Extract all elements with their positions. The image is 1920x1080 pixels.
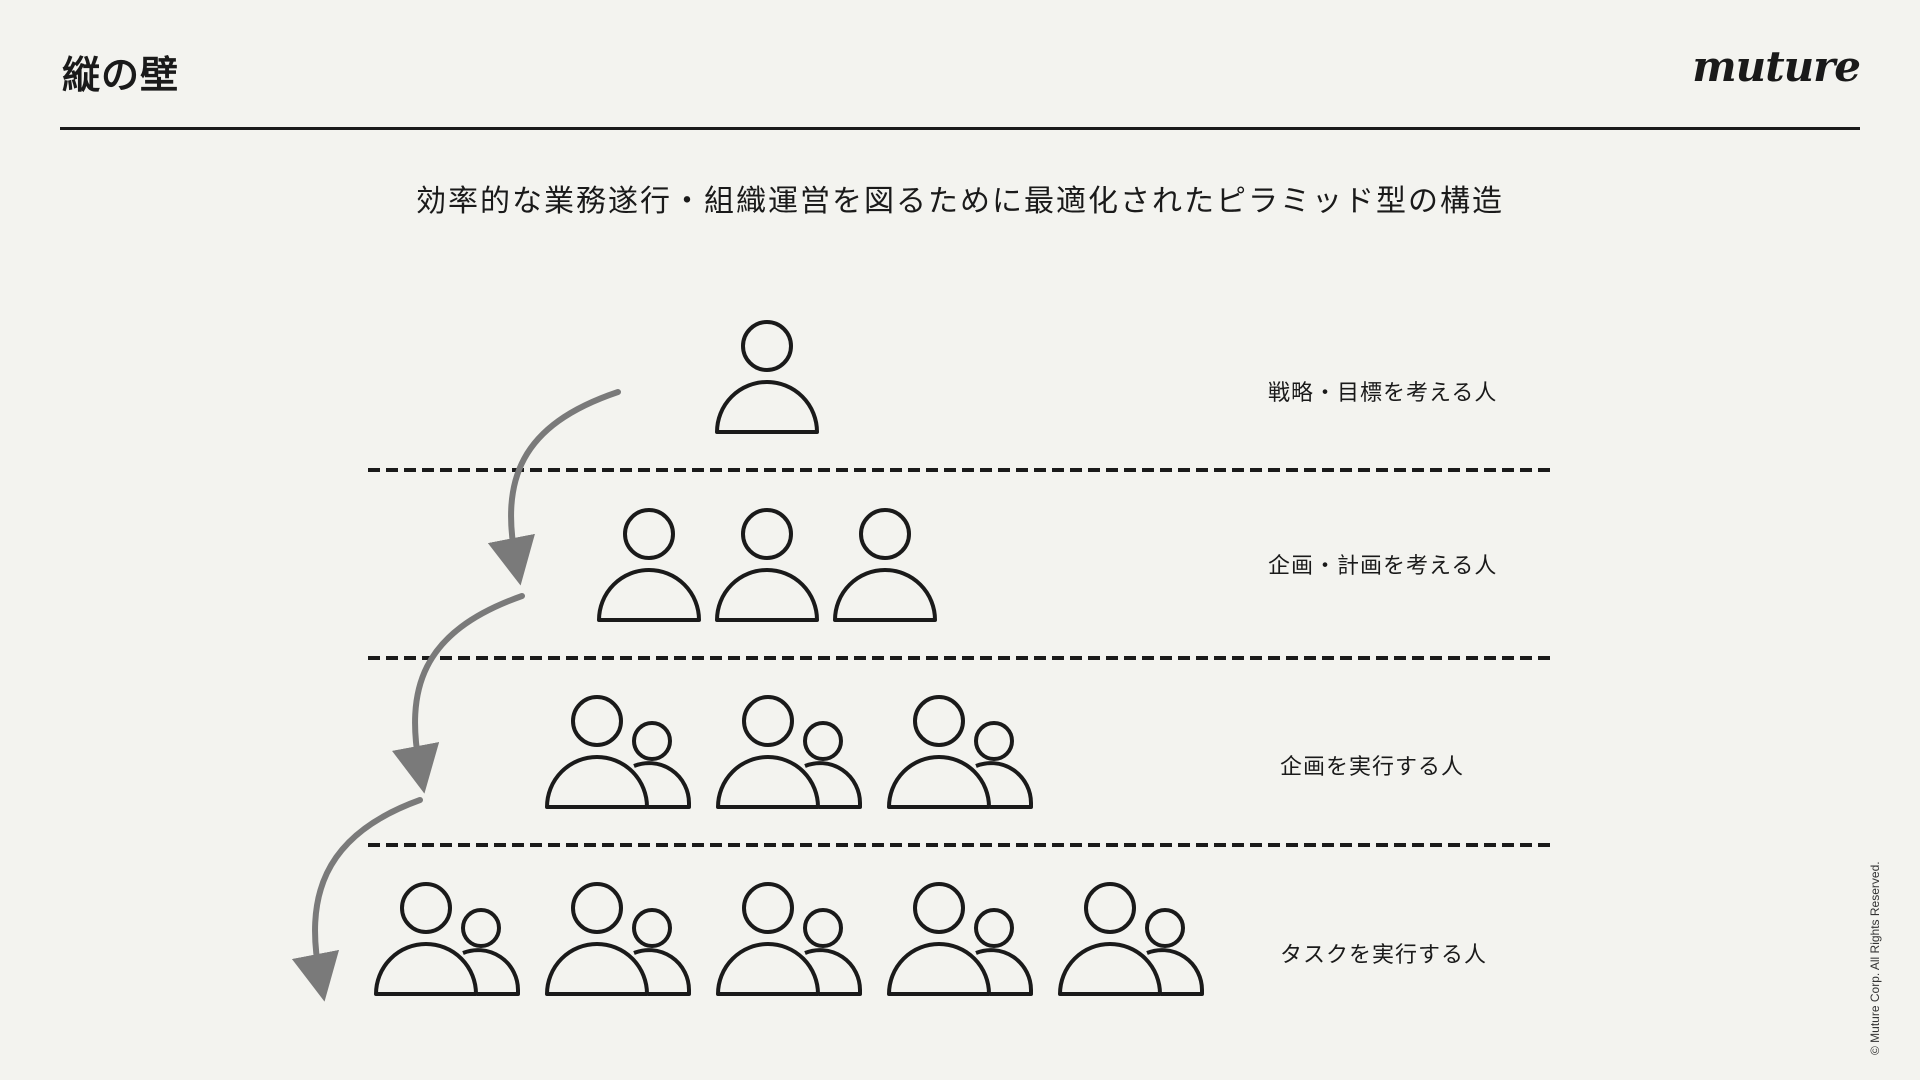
single-person-icon <box>715 508 819 622</box>
person-pair-icon <box>1058 882 1204 996</box>
person-pair-icon <box>887 882 1033 996</box>
copyright-notice: © Muture Corp. All Rights Reserved. <box>1868 861 1882 1055</box>
flow-arrow <box>487 389 621 586</box>
person-pair-icon <box>545 882 691 996</box>
flow-arrow <box>291 797 423 1002</box>
person-pair-icon <box>374 882 520 996</box>
single-person-icon <box>715 320 819 434</box>
page-title: 縦の壁 <box>62 53 180 97</box>
person-pair-icon <box>716 695 862 809</box>
person-pair-icon <box>887 695 1033 809</box>
tier-label-plan-execution: 企画を実行する人 <box>1280 755 1465 780</box>
flow-arrow <box>391 593 525 794</box>
person-pair-icon <box>545 695 691 809</box>
tier-label-task-execution: タスクを実行する人 <box>1280 943 1488 968</box>
tier-label-planning: 企画・計画を考える人 <box>1268 554 1498 579</box>
header-divider <box>60 127 1860 130</box>
diagram-subtitle: 効率的な業務遂行・組織運営を図るために最適化されたピラミッド型の構造 <box>416 184 1504 219</box>
single-person-icon <box>597 508 701 622</box>
brand-logo: muture <box>1692 42 1861 91</box>
tier-label-strategy: 戦略・目標を考える人 <box>1268 381 1498 406</box>
single-person-icon <box>833 508 937 622</box>
person-pair-icon <box>716 882 862 996</box>
